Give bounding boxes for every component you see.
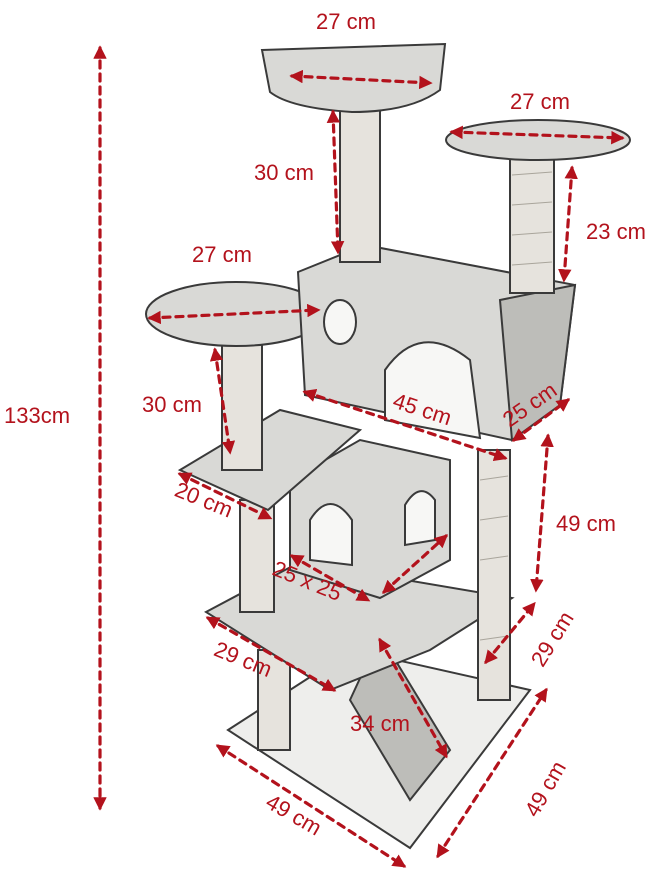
- main-house-porthole: [323, 299, 357, 345]
- dim-house-depth: [511, 398, 571, 442]
- dim-base-length: [215, 744, 407, 868]
- label-total-height: 133cm: [4, 403, 70, 428]
- dim-base-depth: [436, 687, 548, 859]
- label-top-post: 30 cm: [254, 160, 314, 185]
- dimension-lines: [93, 45, 625, 868]
- label-base-depth: 49 cm: [519, 757, 571, 821]
- right-post-texture: [511, 171, 553, 266]
- dim-lower-shelf-depth: [484, 601, 536, 665]
- dim-cube-front: [289, 554, 371, 602]
- label-right-post: 23 cm: [586, 219, 646, 244]
- dim-ramp: [378, 637, 448, 759]
- label-right-platform: 27 cm: [510, 89, 570, 114]
- dim-lower-shelf-length: [205, 616, 337, 692]
- right-platform: [445, 119, 631, 161]
- long-right-post: [477, 449, 511, 701]
- dim-cube-side: [382, 534, 448, 594]
- middle-cube-arch: [309, 503, 353, 567]
- label-left-post: 30 cm: [142, 392, 202, 417]
- label-long-post: 49 cm: [556, 511, 616, 536]
- dim-side-shelf: [177, 472, 273, 520]
- dim-top-platform: [289, 69, 433, 90]
- dim-long-post: [530, 433, 554, 593]
- top-post: [339, 103, 381, 263]
- label-left-platform: 27 cm: [192, 242, 252, 267]
- dim-right-post: [558, 165, 578, 283]
- dim-house-length: [302, 388, 508, 462]
- label-ramp: 34 cm: [350, 711, 410, 736]
- label-top-platform: 27 cm: [316, 9, 376, 34]
- dim-right-platform: [449, 125, 625, 145]
- dim-top-post: [326, 109, 345, 255]
- dim-left-post: [209, 347, 236, 455]
- top-platform: [260, 42, 447, 114]
- left-upper-post: [221, 329, 263, 471]
- label-lower-shelf-depth: 29 cm: [526, 607, 579, 671]
- middle-cube-side-arch: [404, 490, 436, 547]
- right-post: [509, 147, 555, 294]
- dim-left-platform: [147, 303, 321, 325]
